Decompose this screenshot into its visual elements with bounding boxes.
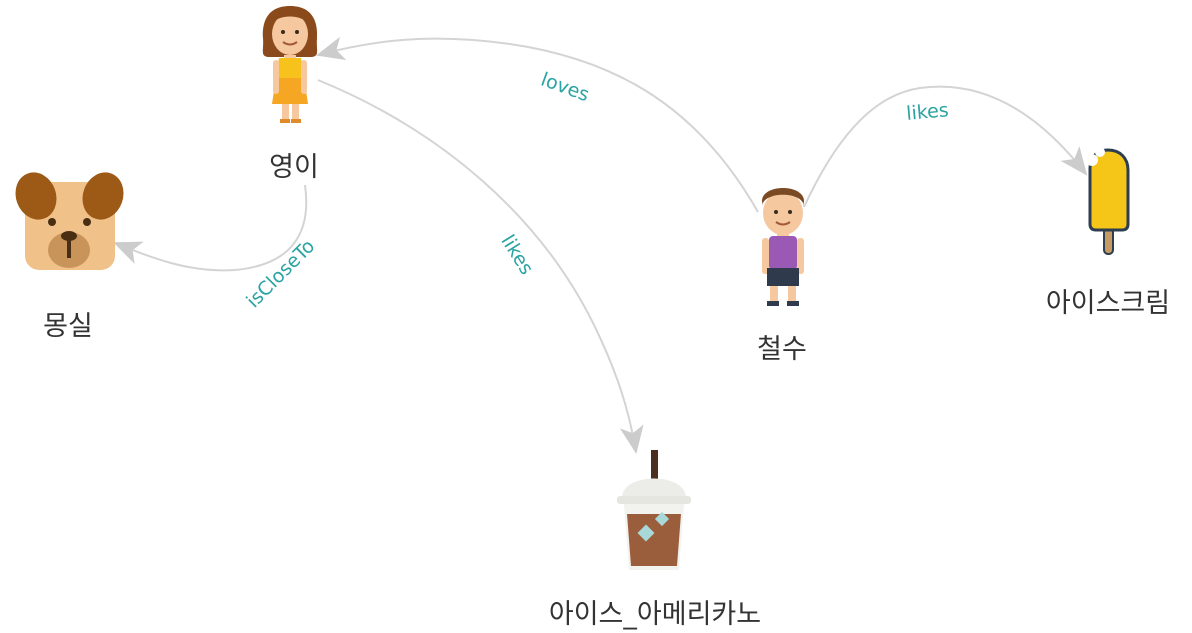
girl-icon [262, 6, 318, 123]
edge-label: loves [538, 69, 592, 107]
edge-line[interactable] [803, 85, 1088, 208]
node-mongsil[interactable]: 몽실 [9, 167, 130, 342]
edge-line[interactable] [316, 36, 759, 213]
node-label: 아이스_아메리카노 [549, 599, 761, 630]
dog-icon [15, 172, 124, 270]
popsicle-icon [1086, 147, 1130, 255]
edge-line[interactable] [113, 184, 308, 272]
node-label: 영이 [269, 152, 319, 183]
edge-label: likes [497, 231, 538, 279]
node-label: 철수 [757, 334, 807, 365]
edge-label: likes [905, 99, 949, 125]
node-label: 아이스크림 [1046, 288, 1170, 319]
node-icecream[interactable]: 아이스크림 [1046, 147, 1170, 319]
edge-line[interactable] [317, 79, 644, 454]
edge-cheolsu-likes-icecream[interactable]: likes [803, 85, 1088, 208]
boy-icon [762, 188, 804, 306]
node-youngi[interactable]: 영이 [262, 6, 319, 183]
edge-cheolsu-loves-youngi[interactable]: loves [316, 36, 759, 213]
node-americano[interactable]: 아이스_아메리카노 [549, 450, 761, 630]
edge-youngi-likes-americano[interactable]: likes [317, 79, 644, 454]
node-label: 몽실 [43, 311, 93, 342]
edge-youngi-iscloseto-mongsil[interactable]: isCloseTo [113, 184, 319, 312]
iced-coffee-icon [617, 450, 691, 570]
edge-label: isCloseTo [242, 235, 319, 312]
node-cheolsu[interactable]: 철수 [757, 188, 807, 365]
